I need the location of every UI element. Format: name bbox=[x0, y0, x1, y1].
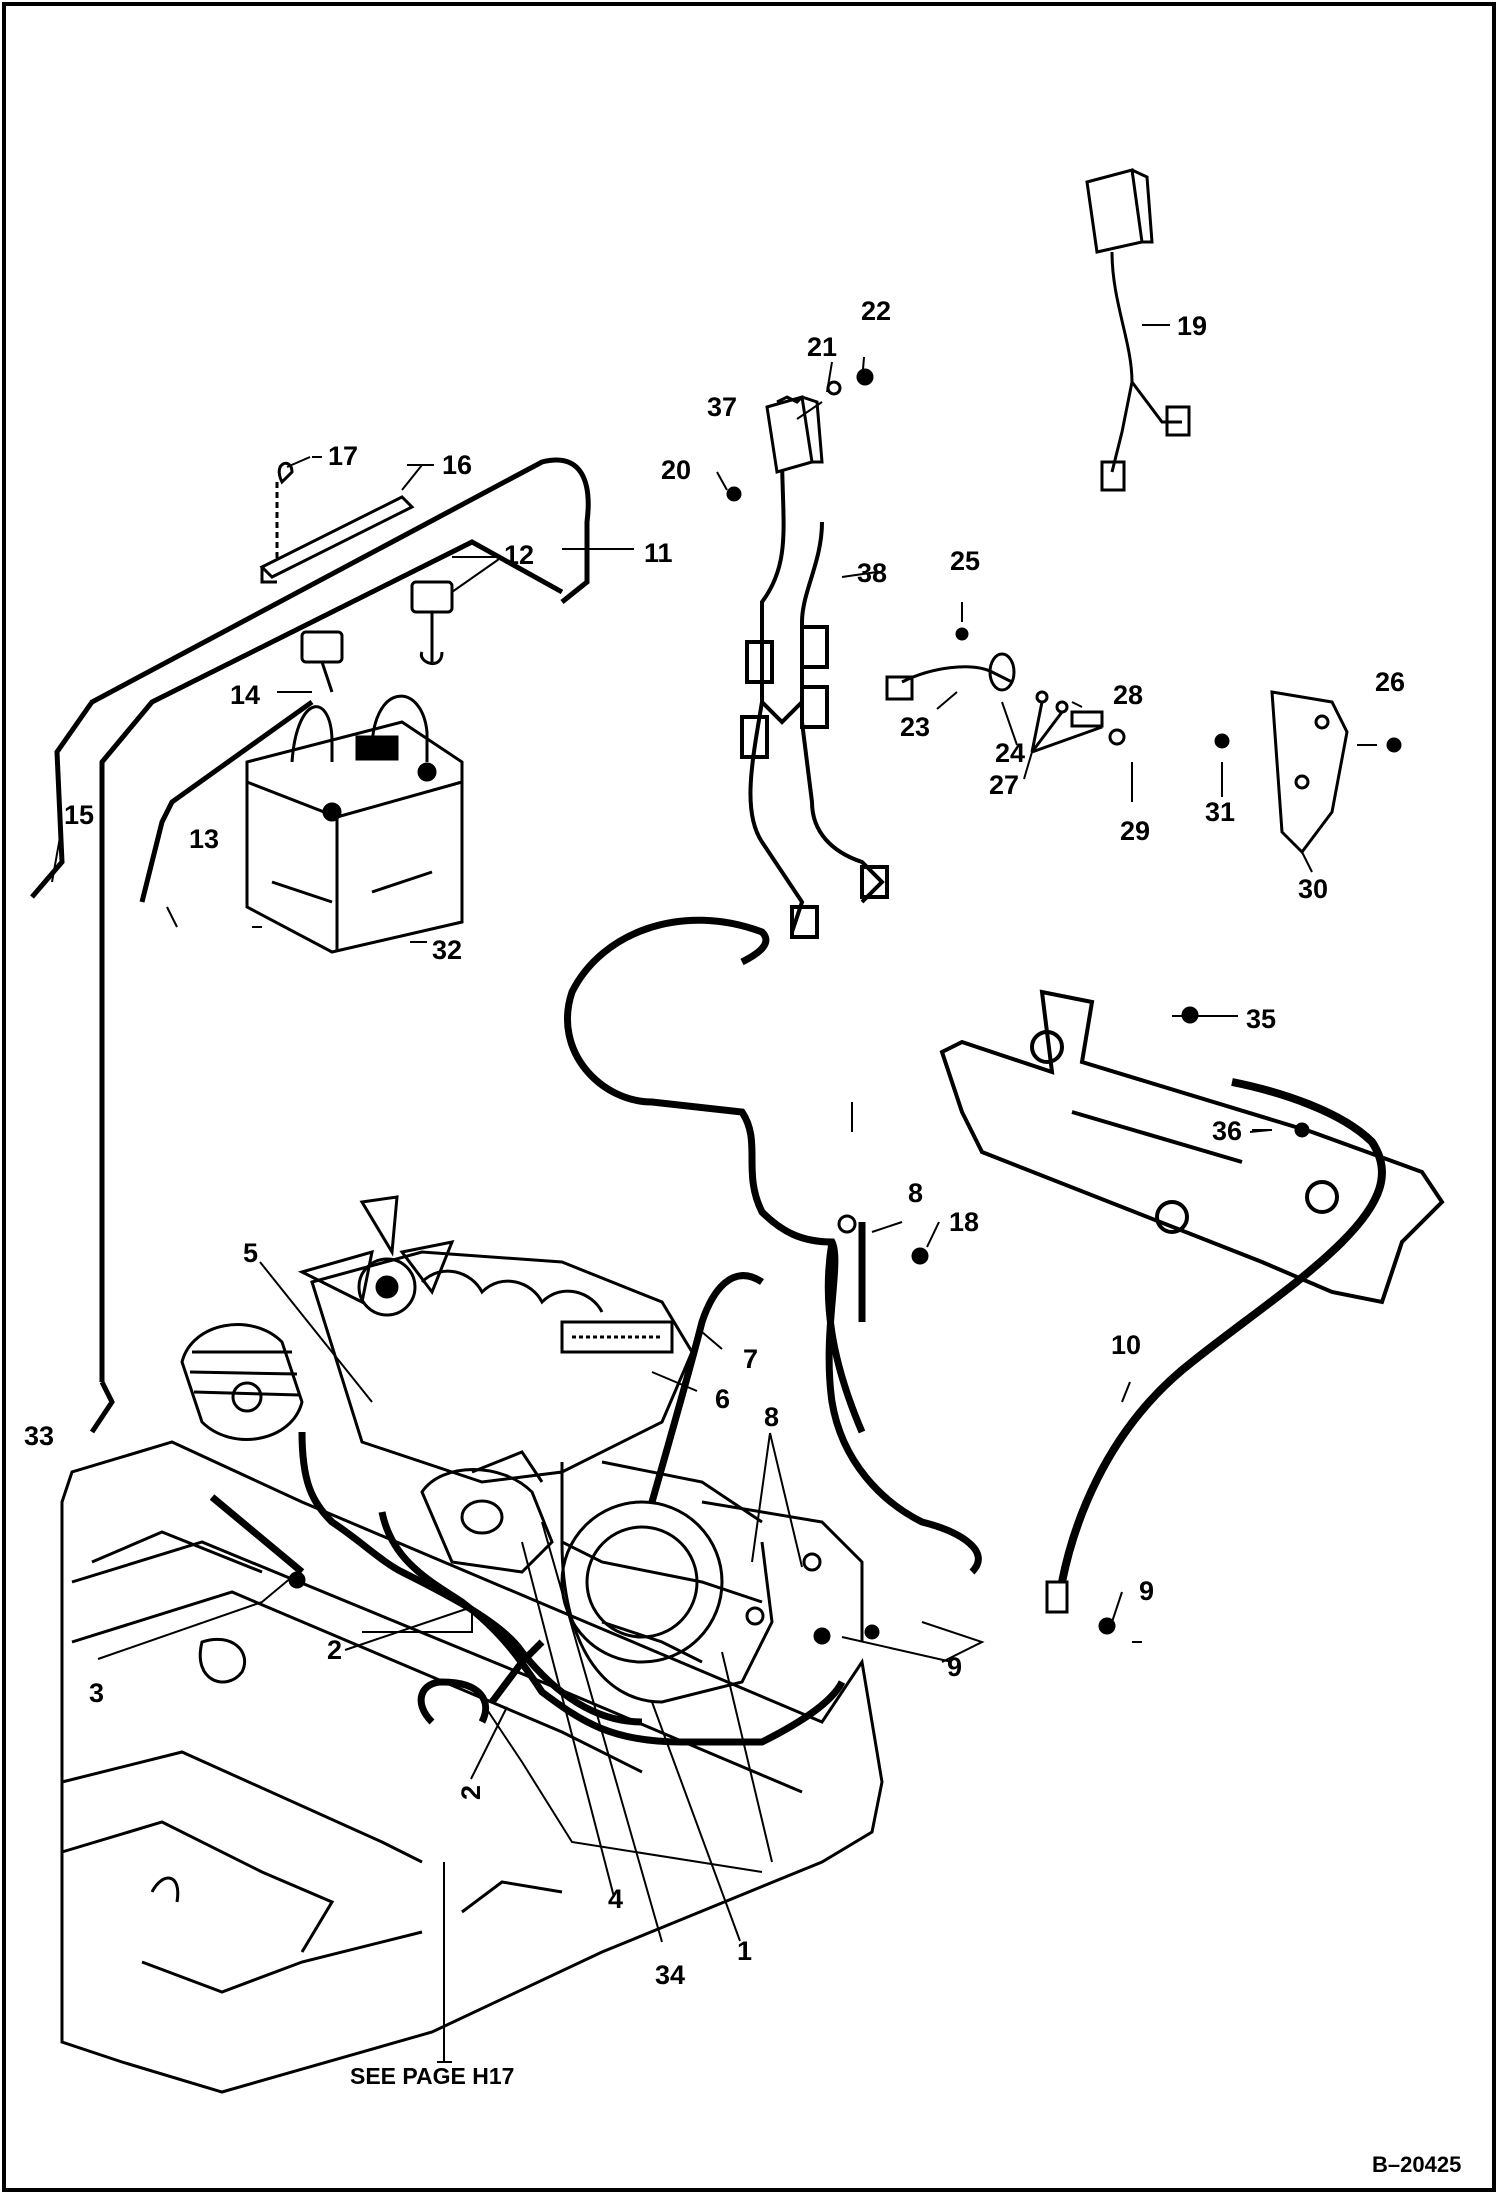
starter-motor bbox=[420, 1450, 554, 1574]
screw-31 bbox=[1214, 733, 1230, 749]
callout-3: 3 bbox=[89, 1678, 104, 1708]
bolt-9b bbox=[813, 1627, 831, 1645]
callout-5: 5 bbox=[243, 1238, 258, 1268]
controller-19 bbox=[1085, 168, 1191, 492]
callout-37: 37 bbox=[707, 392, 737, 422]
cable-10 bbox=[1045, 1078, 1386, 1614]
callout-19: 19 bbox=[1177, 311, 1207, 341]
bolt-9a bbox=[1098, 1617, 1116, 1635]
bolt-9c bbox=[864, 1624, 880, 1640]
hardware bbox=[209, 368, 1402, 1645]
callout-9a: 9 bbox=[1139, 1576, 1154, 1606]
callout-4: 4 bbox=[608, 1884, 623, 1914]
mounting-bracket bbox=[1270, 690, 1349, 855]
screw-26 bbox=[1386, 737, 1402, 753]
relay-assembly bbox=[885, 652, 1126, 754]
callout-20: 20 bbox=[661, 455, 691, 485]
bolt-3 bbox=[288, 1571, 306, 1589]
callout-2b: 2 bbox=[456, 1785, 486, 1800]
callout-36: 36 bbox=[1212, 1116, 1242, 1146]
battery bbox=[245, 694, 464, 954]
callout-29: 29 bbox=[1120, 816, 1150, 846]
harness-38 bbox=[740, 451, 889, 939]
nut-22 bbox=[856, 368, 874, 386]
drawing-code: B–20425 bbox=[1372, 2152, 1461, 2177]
callout-16: 16 bbox=[442, 450, 472, 480]
flywheel-housing bbox=[560, 1500, 724, 1664]
leader-lines bbox=[51, 324, 1377, 2063]
callout-25: 25 bbox=[950, 546, 980, 576]
see-page-note: SEE PAGE H17 bbox=[350, 2063, 514, 2089]
callout-labels: 1 2 2 3 4 5 6 7 8 8 9 9 10 11 12 13 14 1… bbox=[24, 296, 1405, 1990]
bolt-20 bbox=[726, 486, 742, 502]
machine-frame bbox=[60, 1440, 884, 2094]
callout-33: 33 bbox=[24, 1421, 54, 1451]
washer-21 bbox=[826, 380, 842, 396]
bolt-18 bbox=[911, 1247, 929, 1265]
callout-32: 32 bbox=[432, 935, 462, 965]
callout-34: 34 bbox=[655, 1960, 685, 1990]
cooling-fan bbox=[297, 1195, 455, 1317]
callout-28: 28 bbox=[1113, 680, 1143, 710]
callout-7: 7 bbox=[743, 1344, 758, 1374]
mounting-plate bbox=[939, 989, 1445, 1305]
callout-24: 24 bbox=[995, 738, 1025, 768]
callout-27: 27 bbox=[989, 770, 1019, 800]
nut-25 bbox=[955, 627, 969, 641]
callout-15: 15 bbox=[64, 800, 94, 830]
callout-11: 11 bbox=[644, 538, 673, 568]
clip-8b bbox=[745, 1606, 765, 1626]
callout-12: 12 bbox=[504, 540, 534, 570]
clip-8a bbox=[837, 1214, 857, 1234]
callout-14: 14 bbox=[230, 680, 260, 710]
callout-8b: 8 bbox=[764, 1402, 779, 1432]
hold-down-strap bbox=[259, 461, 415, 584]
callout-10: 10 bbox=[1111, 1330, 1141, 1360]
callout-35: 35 bbox=[1246, 1004, 1276, 1034]
callout-1: 1 bbox=[737, 1936, 752, 1966]
rod-3 bbox=[209, 1494, 305, 1575]
callout-17: 17 bbox=[328, 441, 358, 471]
callout-9b: 9 bbox=[947, 1652, 962, 1682]
callout-26: 26 bbox=[1375, 667, 1405, 697]
callout-38: 38 bbox=[857, 558, 887, 588]
callout-ticks bbox=[252, 324, 1372, 1131]
alternator bbox=[180, 1323, 304, 1441]
callout-18: 18 bbox=[949, 1207, 979, 1237]
callout-21: 21 bbox=[807, 332, 837, 362]
callout-31: 31 bbox=[1205, 797, 1235, 827]
callout-22: 22 bbox=[861, 296, 891, 326]
callout-6: 6 bbox=[715, 1384, 730, 1414]
callout-8a: 8 bbox=[908, 1178, 923, 1208]
terminal-covers bbox=[300, 580, 454, 693]
callout-13: 13 bbox=[189, 824, 219, 854]
clip-8c bbox=[802, 1552, 822, 1572]
callout-2a: 2 bbox=[327, 1635, 342, 1665]
callout-30: 30 bbox=[1298, 874, 1328, 904]
callout-23: 23 bbox=[900, 712, 930, 742]
clamp-36 bbox=[1294, 1122, 1310, 1138]
engine-block bbox=[310, 1250, 864, 1704]
battery-cables bbox=[30, 457, 591, 1434]
